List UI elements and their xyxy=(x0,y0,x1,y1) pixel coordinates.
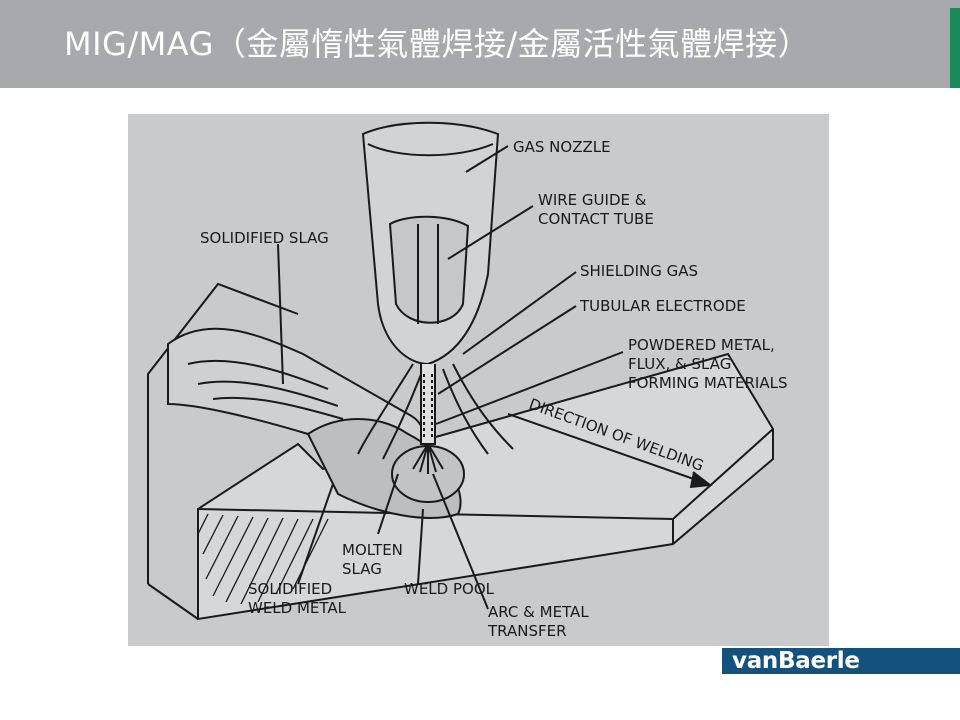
welding-diagram: GAS NOZZLE WIRE GUIDE & CONTACT TUBE SOL… xyxy=(128,114,829,646)
label-solidified-slag: SOLIDIFIED SLAG xyxy=(200,229,329,247)
label-powdered-3: FORMING MATERIALS xyxy=(628,374,788,392)
label-powdered-1: POWDERED METAL, xyxy=(628,336,775,354)
label-gas-nozzle: GAS NOZZLE xyxy=(513,138,611,156)
label-solidified-weld-1: SOLIDIFIED xyxy=(248,580,332,598)
label-weld-pool: WELD POOL xyxy=(404,580,495,598)
vanbaerle-logo: vanBaerle xyxy=(722,648,960,674)
label-tubular-electrode: TUBULAR ELECTRODE xyxy=(579,297,746,315)
label-arc-2: TRANSFER xyxy=(487,622,567,640)
workpiece-plate xyxy=(197,352,774,621)
label-wire-guide-2: CONTACT TUBE xyxy=(538,210,654,228)
slide-title: MIG/MAG（金屬惰性氣體焊接/金屬活性氣體焊接） xyxy=(64,25,811,63)
label-shielding-gas: SHIELDING GAS xyxy=(580,262,698,280)
diagram-svg: GAS NOZZLE WIRE GUIDE & CONTACT TUBE SOL… xyxy=(147,121,788,640)
label-molten-slag-2: SLAG xyxy=(342,560,382,578)
label-arc-1: ARC & METAL xyxy=(488,603,589,621)
header-accent xyxy=(950,8,960,88)
label-molten-slag-1: MOLTEN xyxy=(342,541,403,559)
logo-text: vanBaerle xyxy=(732,648,860,674)
label-wire-guide-1: WIRE GUIDE & xyxy=(538,191,647,209)
cut-face-hatch xyxy=(197,513,329,605)
direction-arrow xyxy=(507,413,709,485)
label-powdered-2: FLUX, & SLAG xyxy=(628,355,731,373)
header-bar: MIG/MAG（金屬惰性氣體焊接/金屬活性氣體焊接） xyxy=(0,0,960,88)
label-solidified-weld-2: WELD METAL xyxy=(248,599,347,617)
